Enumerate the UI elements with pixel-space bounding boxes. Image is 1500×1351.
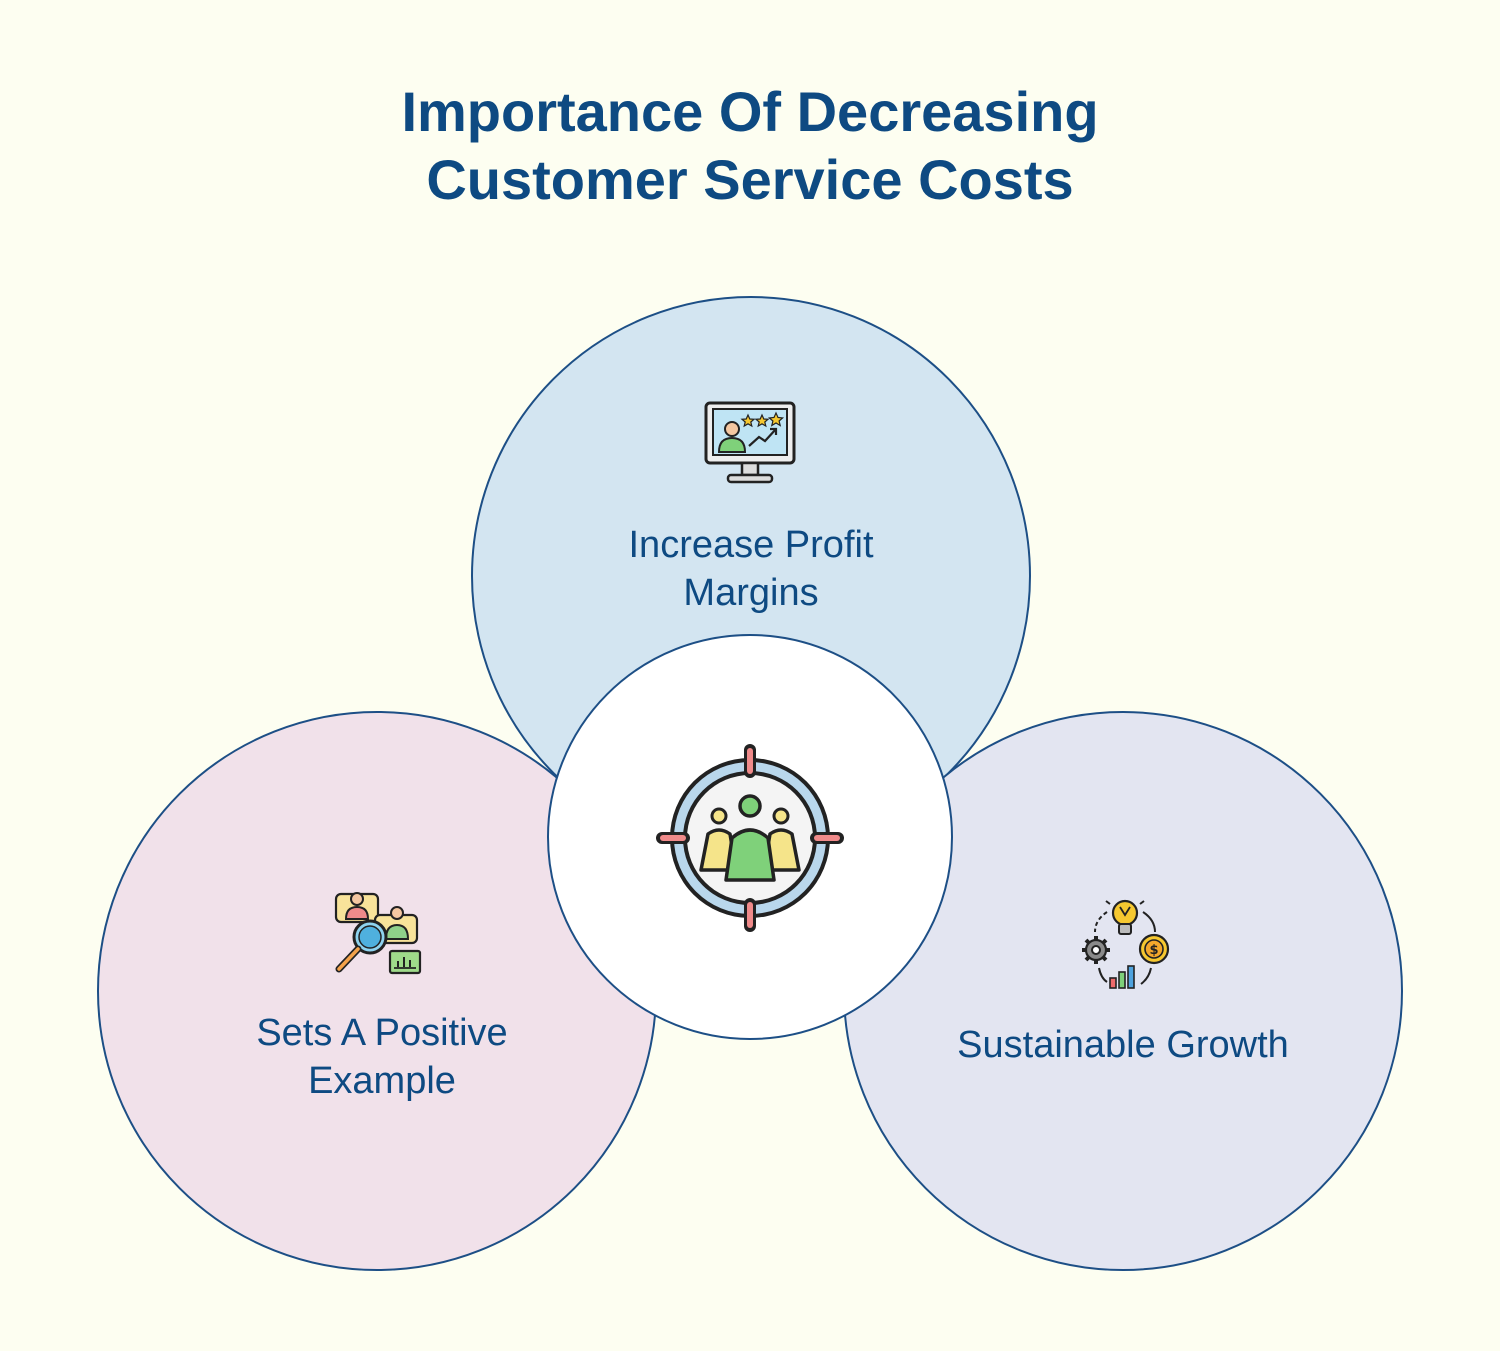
growth-cycle-icon: $ bbox=[1082, 899, 1170, 989]
label-increase-profit-margins: Increase Profit Margins bbox=[521, 521, 981, 617]
people-search-chart-icon bbox=[334, 892, 422, 975]
monitor-rating-growth-icon bbox=[704, 401, 796, 484]
label-line: Sustainable Growth bbox=[957, 1024, 1289, 1066]
label-line: Example bbox=[308, 1060, 456, 1102]
target-audience-icon bbox=[656, 744, 844, 932]
label-line: Margins bbox=[683, 572, 819, 614]
label-line: Sets A Positive bbox=[256, 1012, 508, 1054]
label-sets-a-positive-example: Sets A Positive Example bbox=[147, 1009, 617, 1105]
title-line-1: Importance Of Decreasing bbox=[401, 80, 1099, 143]
svg-text:$: $ bbox=[1149, 943, 1158, 958]
label-line: Increase Profit bbox=[628, 524, 874, 566]
title-line-2: Customer Service Costs bbox=[426, 148, 1074, 211]
diagram-title: Importance Of Decreasing Customer Servic… bbox=[0, 78, 1500, 214]
label-sustainable-growth: Sustainable Growth bbox=[893, 1021, 1353, 1069]
